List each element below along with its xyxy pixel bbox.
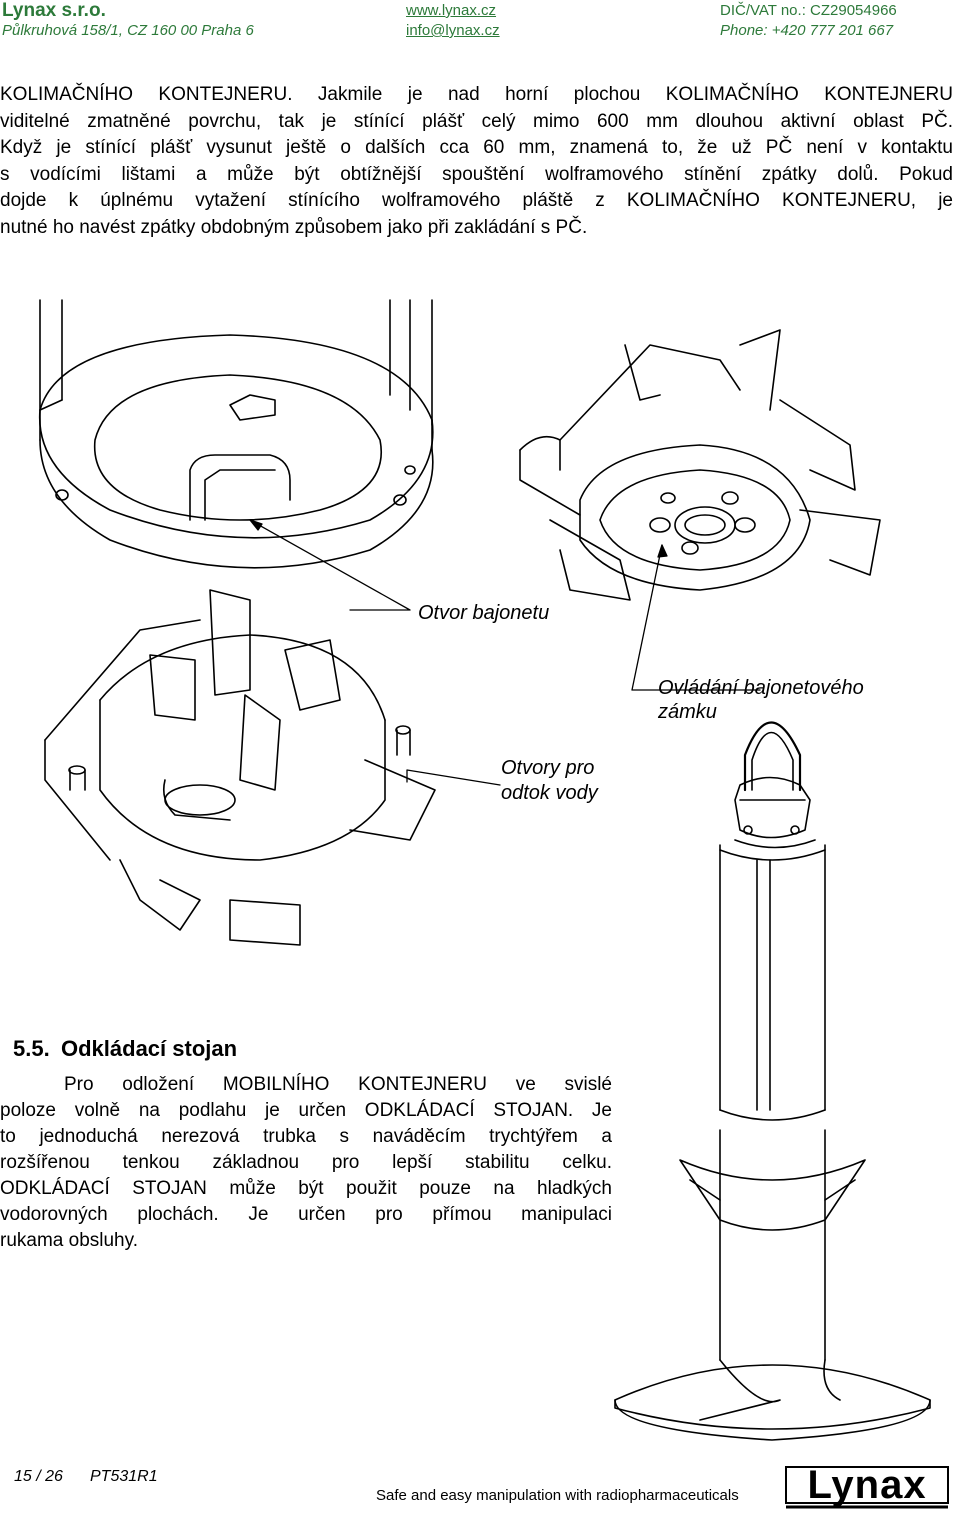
section-number: 5.5. xyxy=(13,1036,50,1061)
section-line: poloze volně na podlahu je určen ODKLÁDA… xyxy=(0,1100,612,1121)
section-paragraph: Pro odložení MOBILNÍHO KONTEJNERU ve svi… xyxy=(0,1072,612,1254)
callout-lines xyxy=(249,519,761,786)
logo-frame-icon xyxy=(785,1466,949,1509)
paragraph-line: viditelné zmatněné povrchu, tak je stíní… xyxy=(0,110,953,132)
label-drain-line1: Otvory pro xyxy=(501,757,595,779)
label-lock-control-line2: zámku xyxy=(658,701,717,723)
page-number: 15 / 26 xyxy=(14,1468,63,1485)
section-line: rukama obsluhy. xyxy=(0,1230,138,1251)
website-link[interactable]: www.lynax.cz xyxy=(406,2,497,19)
section-line: to jednoduchá nerezová trubka s naváděcí… xyxy=(0,1126,612,1147)
lock-star-drawing xyxy=(519,329,881,601)
section-line: rozšířenou tenkou základnou pro lepší st… xyxy=(0,1152,612,1173)
storage-stand-drawing xyxy=(614,721,931,1441)
section-title: Odkládací stojan xyxy=(61,1036,238,1061)
bayonet-ring-drawing xyxy=(38,299,434,569)
label-bayonet-hole: Otvor bajonetu xyxy=(418,602,550,624)
section-line: ODKLÁDACÍ STOJAN může být použit pouze n… xyxy=(0,1178,612,1199)
vat-number: DIČ/VAT no.: CZ29054966 xyxy=(720,2,897,19)
section-line: Pro odložení MOBILNÍHO KONTEJNERU ve svi… xyxy=(64,1074,612,1095)
section-heading: 5.5. Odkládací stojan xyxy=(13,1036,237,1062)
paragraph-line: KOLIMAČNÍHO KONTEJNERU. Jakmile je nad h… xyxy=(0,84,953,105)
logo-text: Lynax xyxy=(807,1463,927,1507)
paragraph-line: s vodícími lištami a může být obtížnější… xyxy=(0,163,953,185)
paragraph-line: nutné ho navést zpátky obdobným způsobem… xyxy=(0,216,588,238)
paragraph-line: dojde k úplnému vytažení stínícího wolfr… xyxy=(0,190,953,211)
document-code: PT531R1 xyxy=(90,1468,158,1485)
phone-number: Phone: +420 777 201 667 xyxy=(720,22,894,39)
label-lock-control-line1: Ovládání bajonetového xyxy=(658,677,864,699)
label-drain-line2: odtok vody xyxy=(501,782,598,804)
bayonet-plug-drawing xyxy=(44,589,436,946)
footer-slogan: Safe and easy manipulation with radiopha… xyxy=(376,1487,739,1504)
paragraph-line: Když je stínící plášť vysunut ještě o da… xyxy=(0,137,953,158)
body-paragraph: KOLIMAČNÍHO KONTEJNERU. Jakmile je nad h… xyxy=(0,82,960,241)
email-link[interactable]: info@lynax.cz xyxy=(406,22,500,39)
company-name: Lynax s.r.o. xyxy=(2,0,106,21)
lynax-logo: Lynax xyxy=(782,1463,952,1511)
section-line: vodorovných plochách. Je určen pro přímo… xyxy=(0,1204,612,1225)
company-address: Půlkruhová 158/1, CZ 160 00 Praha 6 xyxy=(2,22,254,39)
